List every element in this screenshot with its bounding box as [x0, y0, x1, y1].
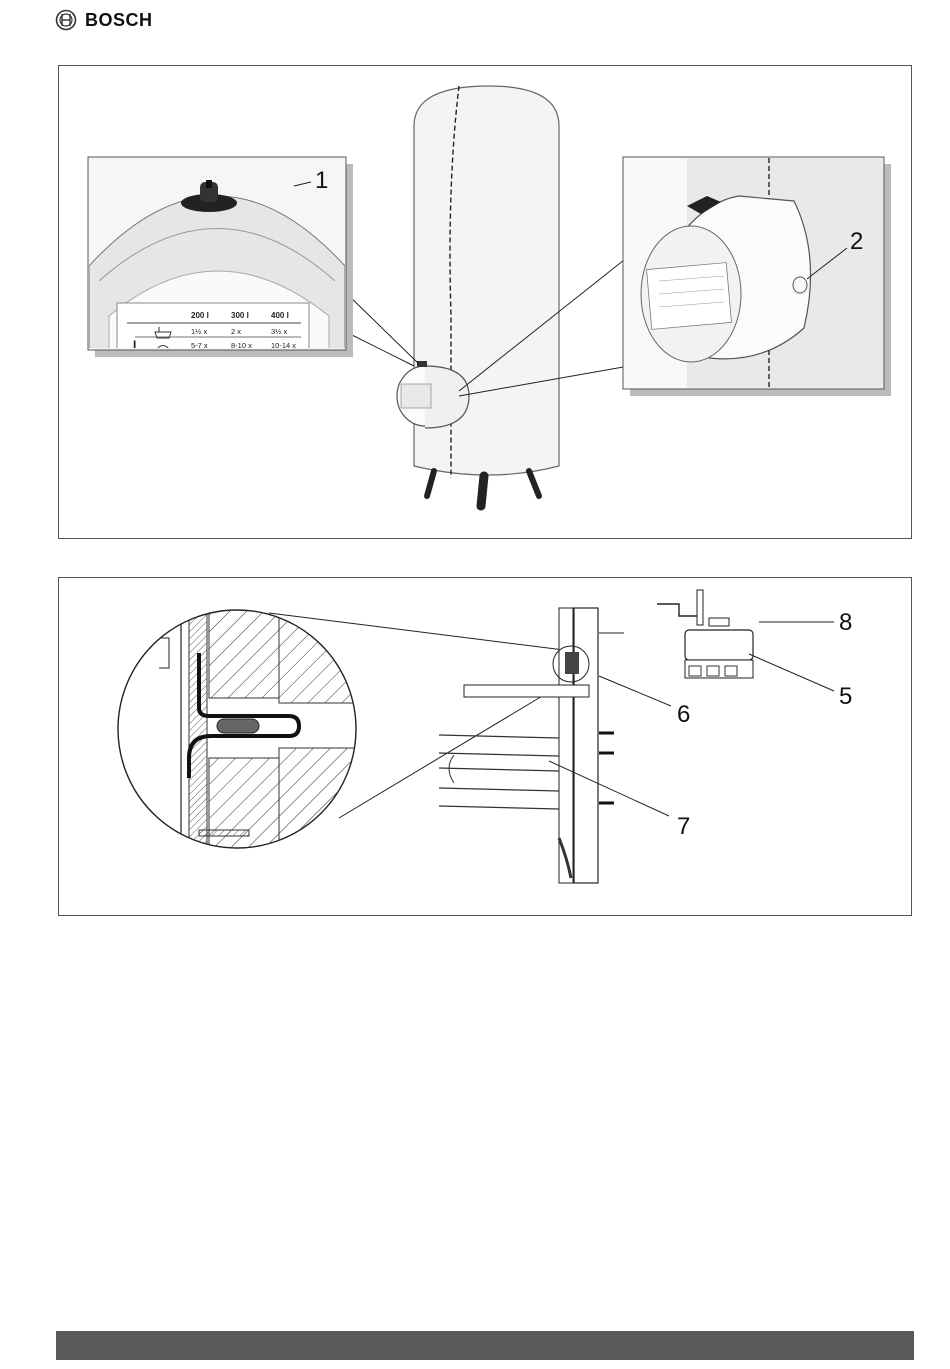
callout-2: 2: [850, 228, 863, 255]
water-heater-illustration: 200 l 300 l 400 l I 1½ x 2 x 3½ x 5-7 x …: [59, 66, 911, 538]
bosch-armature-icon: [55, 9, 77, 31]
magnified-detail-circle: [118, 608, 419, 858]
table-col-400: 400 l: [271, 311, 289, 320]
figure-water-heater-overview: 200 l 300 l 400 l I 1½ x 2 x 3½ x 5-7 x …: [58, 65, 912, 539]
bosch-logo: BOSCH: [55, 6, 185, 34]
callout-7: 7: [677, 813, 690, 840]
table-r1-c1: 1½ x: [191, 327, 208, 336]
brand-name: BOSCH: [85, 10, 153, 31]
figure-thermostat-installation: 8 5 6 7: [58, 577, 912, 916]
inset-detail-left: 200 l 300 l 400 l I 1½ x 2 x 3½ x 5-7 x …: [88, 157, 353, 363]
water-tank: [414, 86, 559, 506]
callout-6: 6: [677, 701, 690, 728]
thermostat-device: [657, 590, 753, 678]
footer-bar: [56, 1331, 914, 1360]
inset-detail-right: 2: [623, 157, 891, 396]
table-r1-c3: 3½ x: [271, 327, 288, 336]
table-col-200: 200 l: [191, 311, 209, 320]
callout-5: 5: [839, 683, 852, 710]
table-col-300: 300 l: [231, 311, 249, 320]
thermostat-section-illustration: 8 5 6 7: [59, 578, 911, 915]
callout-1: 1: [315, 167, 328, 194]
heating-flange-section: [439, 608, 624, 883]
callout-8: 8: [839, 609, 852, 636]
table-r1-c2: 2 x: [231, 327, 241, 336]
